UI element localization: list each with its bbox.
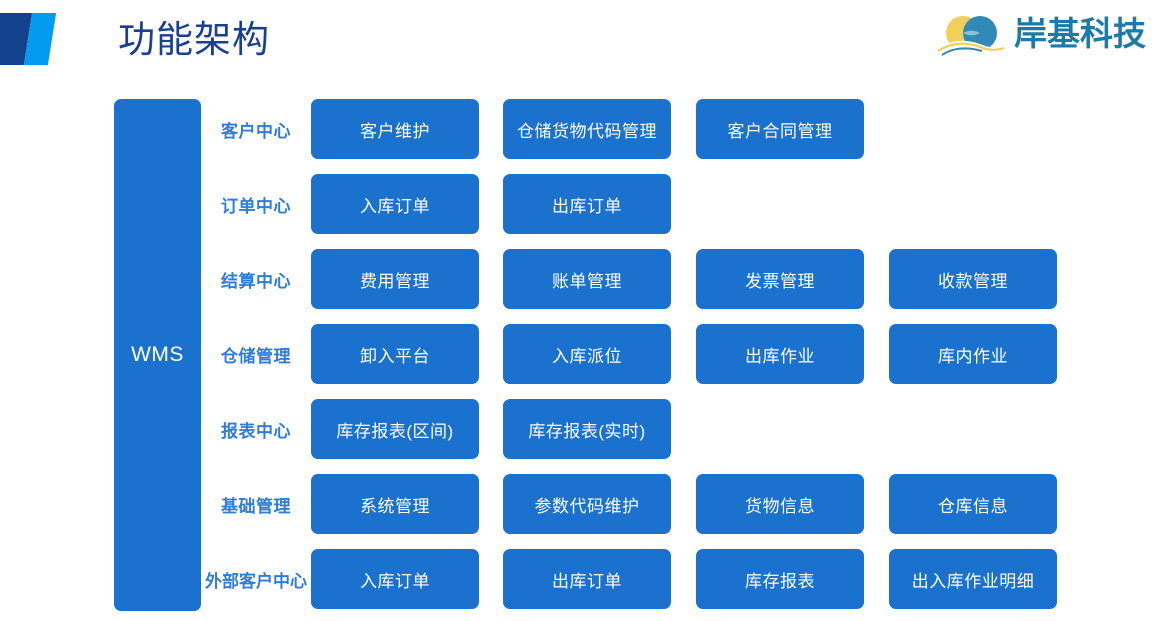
module-box[interactable]: 客户维护 [311,99,479,159]
module-box[interactable]: 费用管理 [311,249,479,309]
row-label-order-center: 订单中心 [221,196,291,216]
module-box[interactable]: 出库订单 [503,549,671,609]
company-logo: 岸基科技 [936,8,1146,60]
module-rows: 客户中心 客户维护 仓储货物代码管理 客户合同管理 订单中心 入库订单 出库订单… [201,88,1154,621]
wms-spine-label: WMS [131,343,184,366]
ocean-wave-emblem-icon [937,16,1005,56]
module-box[interactable]: 参数代码维护 [503,474,671,534]
row-label-warehouse-management: 仓储管理 [221,346,291,366]
module-row: 仓储管理 卸入平台 入库派位 出库作业 库内作业 [201,324,1154,384]
wms-spine-bar: WMS [114,99,201,611]
module-box[interactable]: 出库作业 [696,324,864,384]
module-row: 基础管理 系统管理 参数代码维护 货物信息 仓库信息 [201,474,1154,534]
module-box[interactable]: 入库订单 [311,174,479,234]
module-row: 结算中心 费用管理 账单管理 发票管理 收款管理 [201,249,1154,309]
module-box[interactable]: 入库派位 [503,324,671,384]
page-header: 功能架构 岸基科技 [0,0,1154,88]
row-label-settlement-center: 结算中心 [221,271,291,291]
module-box[interactable]: 库存报表(区间) [311,399,479,459]
row-label-basic-management: 基础管理 [221,496,291,516]
row-label-external-customer-center: 外部客户中心 [205,571,307,591]
module-box[interactable]: 库存报表(实时) [503,399,671,459]
module-box[interactable]: 库存报表 [696,549,864,609]
module-row: 客户中心 客户维护 仓储货物代码管理 客户合同管理 [201,99,1154,159]
module-box[interactable]: 货物信息 [696,474,864,534]
function-architecture-diagram: WMS 客户中心 客户维护 仓储货物代码管理 客户合同管理 订单中心 入库订单 … [0,88,1154,621]
module-box[interactable]: 客户合同管理 [696,99,864,159]
company-logo-text: 岸基科技 [1014,15,1146,52]
page-title: 功能架构 [118,19,270,60]
row-label-customer-center: 客户中心 [221,121,291,141]
module-box[interactable]: 发票管理 [696,249,864,309]
row-label-report-center: 报表中心 [221,421,291,441]
module-box[interactable]: 系统管理 [311,474,479,534]
module-box[interactable]: 收款管理 [889,249,1057,309]
module-box[interactable]: 入库订单 [311,549,479,609]
module-row: 报表中心 库存报表(区间) 库存报表(实时) [201,399,1154,459]
module-row: 外部客户中心 入库订单 出库订单 库存报表 出入库作业明细 [201,549,1154,609]
module-box[interactable]: 库内作业 [889,324,1057,384]
module-box[interactable]: 仓储货物代码管理 [503,99,671,159]
module-box[interactable]: 仓库信息 [889,474,1057,534]
module-box[interactable]: 出库订单 [503,174,671,234]
module-box[interactable]: 账单管理 [503,249,671,309]
module-row: 订单中心 入库订单 出库订单 [201,174,1154,234]
module-box[interactable]: 卸入平台 [311,324,479,384]
module-box[interactable]: 出入库作业明细 [889,549,1057,609]
